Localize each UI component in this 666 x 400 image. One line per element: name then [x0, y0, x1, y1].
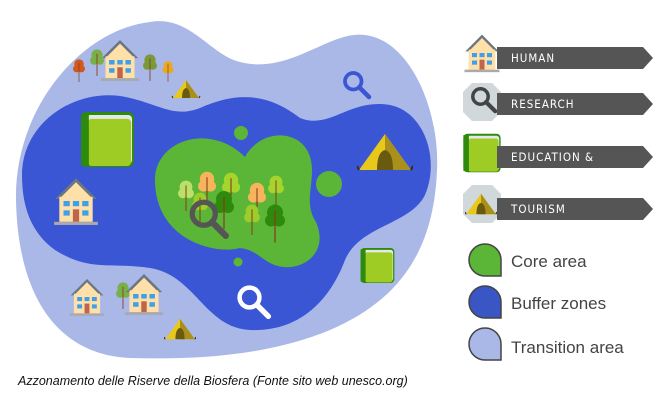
legend-human-settlement: HUMAN SETTTLEMENT: [497, 47, 653, 87]
core-islet: [316, 171, 342, 197]
tent-icon: [463, 185, 501, 223]
legend-education-training: EDUCATION & TRAINING: [497, 146, 653, 186]
core-area-swatch: [468, 243, 502, 277]
core-islet: [233, 257, 243, 267]
transition-area-swatch: [468, 327, 502, 361]
legend-core-area: Core area: [511, 252, 587, 271]
book-icon: [462, 133, 502, 173]
legend-transition-area: Transition area: [511, 338, 624, 357]
caption: Azzonamento delle Riserve della Biosfera…: [18, 374, 408, 388]
book-icon: [360, 248, 395, 283]
legend-tourism: TOURISM: [497, 198, 653, 220]
book-icon: [80, 112, 135, 167]
house-icon: [462, 33, 502, 73]
legend-buffer-zones: Buffer zones: [511, 294, 607, 313]
biosphere-zoning-map: [15, 21, 438, 359]
core-area: [155, 135, 320, 268]
core-islet: [234, 126, 248, 140]
legend-research: RESEARCH: [497, 93, 653, 115]
magnifier-icon: [463, 83, 501, 121]
buffer-zone-swatch: [468, 285, 502, 319]
